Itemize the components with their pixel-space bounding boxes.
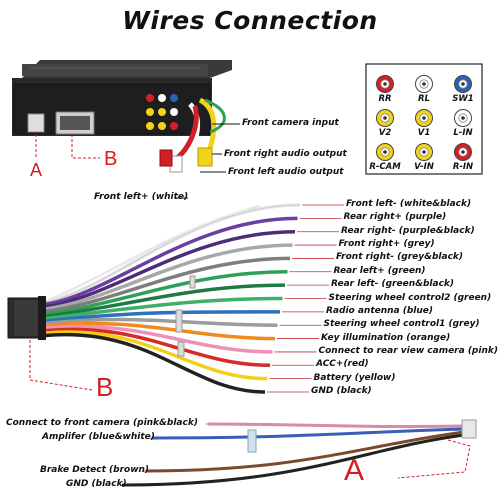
- wire: [43, 330, 268, 381]
- wire: [43, 229, 296, 309]
- rca-jack-icon: [454, 143, 472, 161]
- rca-jack-icon: [454, 75, 472, 93]
- wire: [43, 270, 288, 316]
- jack-label: RL: [418, 94, 430, 104]
- rca-jack-icon: [415, 143, 433, 161]
- front-camera-input-label: Front camera input: [242, 118, 339, 128]
- wire-outline: [43, 204, 301, 303]
- wire: [43, 332, 266, 394]
- jack-label: R-IN: [452, 162, 474, 172]
- harness-a-wire-label: GND (black): [66, 479, 127, 489]
- wire-label: Front left- (white&black): [346, 199, 472, 209]
- wire: [43, 216, 298, 307]
- wire-label: Rear right- (purple&black): [341, 225, 475, 236]
- jack-label: L-IN: [453, 128, 473, 138]
- jack-label: SW1: [452, 94, 474, 104]
- wire-label: Radio antenna (blue): [326, 305, 434, 316]
- jack-icons: [376, 75, 472, 161]
- front-right-audio-output-label: Front right audio output: [224, 149, 347, 159]
- jack-label: R-CAM: [369, 162, 401, 172]
- rca-jack-icon: [415, 109, 433, 127]
- connector-b-marker: B: [96, 372, 114, 402]
- wire-label: Rear left+ (green): [333, 265, 426, 276]
- wire: [151, 427, 465, 440]
- wire-label: Front right+ (grey): [338, 239, 435, 250]
- harness-a-wire-label: Connect to front camera (pink&black): [6, 418, 198, 428]
- wire: [43, 321, 276, 341]
- wire-label: Rear right+ (purple): [343, 212, 447, 223]
- wire: [207, 422, 465, 429]
- jack-label: V1: [417, 128, 431, 138]
- wire: [43, 327, 271, 368]
- wire: [43, 317, 278, 327]
- wire-label: GND (black): [311, 386, 372, 396]
- wire: [43, 256, 291, 314]
- jack-label: V2: [378, 128, 392, 138]
- wire-label: Steering wheel control1 (grey): [323, 319, 480, 330]
- wire: [43, 310, 281, 323]
- wire-label: Key illumination (orange): [321, 332, 451, 343]
- page-title: Wires Connection: [122, 6, 378, 35]
- wire-label: Steering wheel control2 (green): [328, 292, 492, 303]
- wire-label: Connect to rear view camera (pink): [318, 345, 498, 356]
- jack-label: RR: [378, 94, 392, 104]
- harness-a-wire-label: Amplifer (blue&white): [42, 432, 155, 442]
- wire-label: ACC+(red): [316, 359, 369, 370]
- connector-a-marker: A: [344, 454, 365, 487]
- wire-label: Battery (yellow): [313, 372, 396, 383]
- wire: [121, 433, 465, 487]
- connector-b-marker-top: B: [104, 148, 118, 170]
- front-left-plus-label: Front left+ (white): [94, 192, 189, 202]
- front-left-audio-output-label: Front left audio output: [228, 167, 344, 177]
- wire-label: Rear left- (green&black): [331, 279, 454, 290]
- rca-jack-icon: [454, 109, 472, 127]
- jack-label: V-IN: [414, 162, 434, 172]
- wire-label: Front right- (grey&black): [336, 252, 464, 263]
- wire: [43, 283, 286, 319]
- rca-jack-icon: [415, 75, 433, 93]
- rca-jack-icon: [376, 109, 394, 127]
- wire: [43, 324, 273, 354]
- connector-a-marker-top: A: [30, 160, 43, 180]
- harness-a-wire-label: Brake Detect (brown): [40, 465, 150, 475]
- rca-jack-icon: [376, 143, 394, 161]
- wire: [145, 430, 465, 473]
- wire: [43, 296, 283, 321]
- rca-jack-icon: [376, 75, 394, 93]
- wire: [43, 243, 293, 311]
